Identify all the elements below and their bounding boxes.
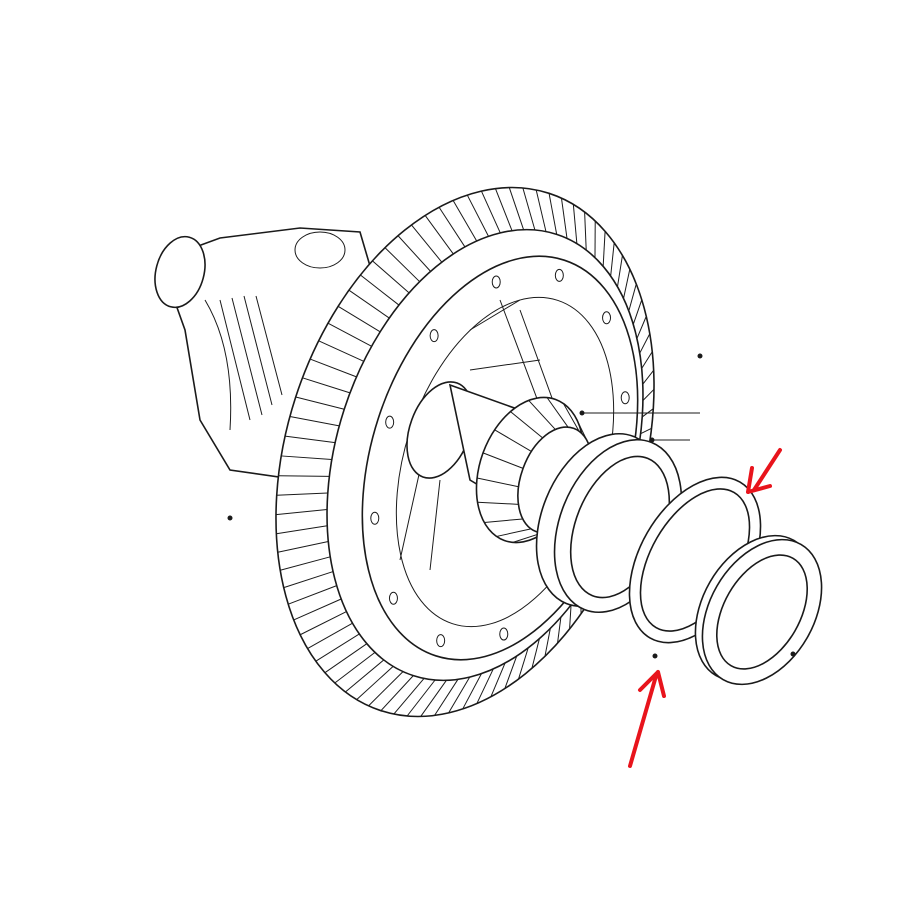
side-gear-tooth [482, 452, 524, 469]
gear-tooth [639, 333, 651, 354]
gear-tooth [356, 665, 394, 700]
gear-tooth [462, 673, 482, 710]
gear-tooth [504, 655, 518, 689]
gear-tooth [289, 415, 340, 427]
gear-tooth [293, 598, 342, 621]
gear-tooth [490, 662, 506, 697]
gear-tooth [348, 289, 390, 319]
gear-tooth [411, 224, 443, 263]
side-gear-tooth [562, 403, 580, 432]
gear-tooth [466, 194, 489, 237]
gear-tooth [380, 675, 414, 712]
gear-tooth [288, 585, 337, 605]
gear-tooth [278, 475, 330, 477]
gear-tooth [569, 604, 572, 630]
bolt-hole [385, 415, 395, 429]
gear-tooth [632, 299, 643, 325]
seal-ring [694, 534, 823, 686]
gear-tooth [406, 679, 436, 717]
bolt-hole [429, 329, 439, 343]
gear-tooth [616, 255, 623, 287]
gear-tooth [642, 369, 655, 385]
gear-tooth [494, 188, 513, 231]
gear-tooth [434, 679, 459, 716]
side-gear-tooth [484, 518, 523, 523]
gear-tooth [393, 678, 425, 715]
bolt-hole [554, 268, 564, 282]
gear-tooth [572, 204, 578, 244]
bolt-hole [436, 634, 446, 648]
gear-tooth [337, 305, 381, 333]
leader-lines [227, 353, 796, 659]
gear-tooth [283, 571, 334, 589]
gear-tooth [522, 187, 536, 231]
gear-tooth [535, 189, 547, 232]
gear-tooth [584, 212, 587, 251]
gear-tooth [557, 617, 562, 644]
gear-tooth [318, 340, 364, 362]
gear-tooth [641, 351, 653, 369]
gear-tooth [315, 633, 360, 662]
bolt-hole [602, 311, 612, 325]
side-gear-tooth [546, 397, 569, 428]
gear-tooth [518, 647, 529, 680]
side-gear-tooth [528, 400, 556, 430]
bolt-hole [370, 511, 380, 525]
gear-tooth [420, 680, 447, 717]
gear-tooth [334, 651, 376, 684]
gear-tooth [531, 638, 540, 669]
gear-tooth [544, 628, 551, 657]
gear-tooth [508, 187, 525, 230]
gear-tooth [452, 200, 478, 242]
arrow-lower [628, 670, 666, 768]
gear-tooth [324, 643, 368, 674]
gear-tooth [277, 541, 329, 553]
gear-tooth [623, 269, 631, 299]
gear-tooth [438, 207, 466, 248]
arrow-upper [746, 448, 782, 494]
gear-tooth [327, 322, 372, 347]
gear-tooth [360, 274, 400, 306]
bolt-hole [388, 591, 398, 605]
gear-tooth [448, 676, 471, 714]
gear-tooth [307, 622, 353, 649]
gear-tooth [281, 455, 332, 461]
gear-tooth [602, 231, 606, 267]
gear-tooth [299, 611, 347, 636]
bolt-hole [491, 275, 501, 289]
gear-tooth [276, 492, 328, 496]
gear-tooth [636, 316, 647, 339]
gear-tooth [424, 215, 454, 255]
gear-tooth [480, 190, 501, 234]
gear-tooth [397, 235, 431, 272]
gear-tooth [295, 396, 345, 410]
side-gear-tooth [494, 429, 532, 452]
side-gear-tooth [496, 528, 532, 537]
bolt-hole [620, 391, 630, 405]
gear-tooth [610, 242, 615, 277]
gear-tooth [345, 659, 385, 693]
gear-tooth [368, 671, 404, 707]
side-gear-tooth [476, 477, 519, 488]
gear-tooth [275, 509, 328, 516]
gear-tooth [302, 377, 351, 394]
side-gear-tooth [477, 501, 519, 505]
gear-tooth [285, 435, 336, 444]
gear-tooth [548, 193, 558, 235]
gear-tooth [309, 358, 357, 378]
gear-tooth [640, 427, 652, 435]
gear-tooth [280, 556, 331, 571]
gear-tooth [628, 283, 637, 312]
gear-tooth [276, 525, 328, 535]
bolt-hole [499, 627, 509, 641]
gear-tooth [560, 198, 568, 239]
gear-tooth [642, 388, 655, 401]
gear-tooth [476, 668, 494, 704]
gear-tooth [372, 260, 410, 294]
side-gear-tooth [510, 411, 543, 439]
gear-tooth [384, 247, 421, 283]
